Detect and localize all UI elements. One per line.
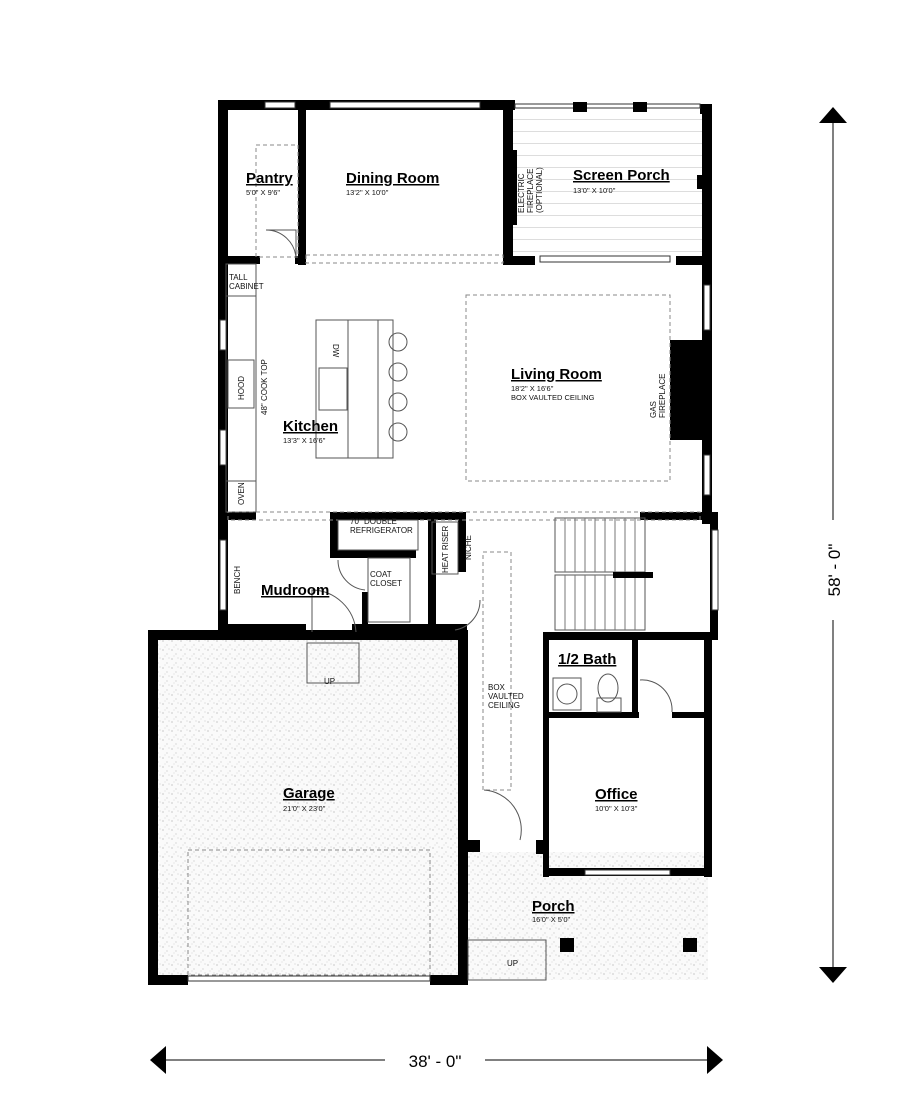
living-size: 18'2" X 16'6" [511, 384, 554, 393]
half-bath-label: 1/2 Bath [558, 651, 616, 668]
dining-label: Dining Room [346, 170, 439, 187]
room-labels: Pantry 5'0" X 9'6" Dining Room 13'2" X 1… [246, 167, 670, 924]
gas-fireplace-note: GAS [649, 401, 658, 418]
dw-note: DW [331, 344, 340, 358]
screen-porch-floor [512, 110, 702, 258]
gas-fireplace-note: FIREPLACE [658, 374, 667, 418]
hood-note: HOOD [237, 376, 246, 400]
coat-closet-note: CLOSET [370, 579, 402, 588]
coat-closet-note: COAT [370, 570, 392, 579]
arrow-up-icon [819, 107, 847, 123]
porch-stair-up-note: UP [507, 959, 518, 968]
arrow-left-icon [150, 1046, 166, 1074]
cooktop-note: 48" COOK TOP [260, 359, 269, 415]
mudroom-label: Mudroom [261, 582, 329, 599]
garage-floor [158, 640, 458, 978]
living-note: BOX VAULTED CEILING [511, 393, 595, 402]
office-size: 10'0" X 10'3" [595, 804, 638, 813]
garage-stair-up-note: UP [324, 677, 335, 686]
depth-dimension: 58' - 0" [819, 107, 847, 983]
kitchen-size: 13'3" X 16'6" [283, 436, 326, 445]
arrow-right-icon [707, 1046, 723, 1074]
dining-size: 13'2" X 10'0" [346, 188, 389, 197]
width-dimension-label: 38' - 0" [409, 1052, 462, 1071]
electric-fireplace-note: ELECTRIC [517, 173, 526, 213]
windows [187, 101, 719, 982]
arrow-down-icon [819, 967, 847, 983]
electric-fireplace-note: FIREPLACE [526, 169, 535, 213]
screen-porch-label: Screen Porch [573, 167, 670, 184]
garage-size: 21'0" X 23'0" [283, 804, 326, 813]
fixtures [187, 144, 701, 981]
office-label: Office [595, 786, 638, 803]
living-label: Living Room [511, 366, 602, 383]
depth-dimension-label: 58' - 0" [825, 544, 844, 597]
garage-label: Garage [283, 785, 335, 802]
tall-cabinet-note: CABINET [229, 282, 264, 291]
heat-riser-note: HEAT RISER [441, 526, 450, 573]
width-dimension: 38' - 0" [150, 1046, 723, 1074]
tall-cabinet-note: TALL [229, 273, 248, 282]
oven-note: OVEN [237, 482, 246, 505]
refrigerator-note: 70" DOUBLE [350, 517, 397, 526]
porch-size: 16'0" X 5'0" [532, 915, 571, 924]
electric-fireplace-note: (OPTIONAL) [535, 167, 544, 213]
annotations: ELECTRIC FIREPLACE (OPTIONAL) TALL CABIN… [229, 167, 667, 968]
porch-label: Porch [532, 898, 575, 915]
box-vaulted-note: BOX [488, 683, 506, 692]
niche-note: NICHE [464, 535, 473, 560]
porch-posts [573, 102, 709, 189]
refrigerator-note: REFRIGERATOR [350, 526, 413, 535]
screen-porch-size: 13'0" X 10'0" [573, 186, 616, 195]
box-vaulted-note: VAULTED [488, 692, 524, 701]
box-vaulted-note: CEILING [488, 701, 520, 710]
bench-note: BENCH [233, 566, 242, 594]
kitchen-label: Kitchen [283, 418, 338, 435]
pantry-label: Pantry [246, 170, 293, 187]
pantry-size: 5'0" X 9'6" [246, 188, 280, 197]
